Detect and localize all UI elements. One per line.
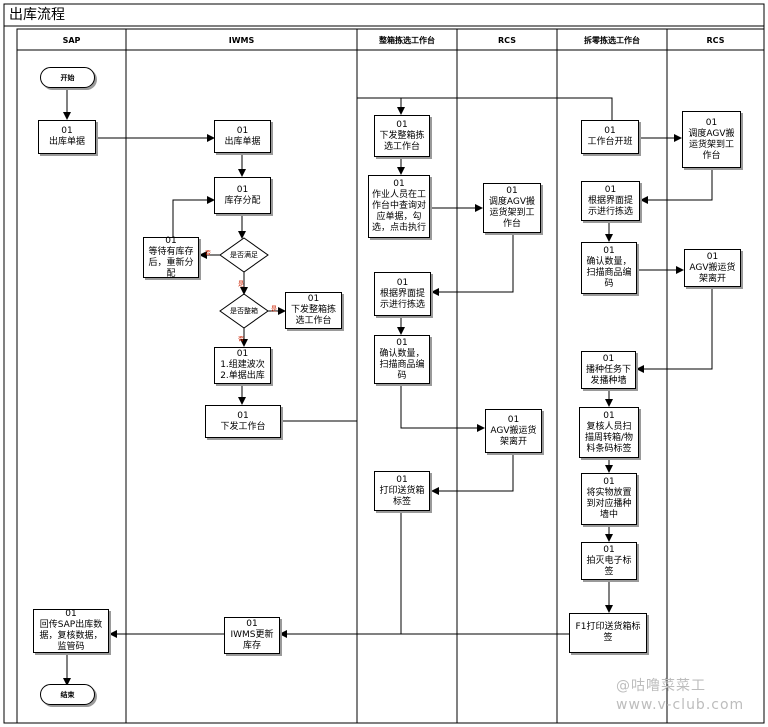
pc-station-open: 01 工作台开班 <box>581 120 639 154</box>
lane-header-full-case-station: 整箱拣选工作台 <box>379 35 435 45</box>
decision-full-case-label: 是否整箱 <box>230 307 258 315</box>
fc-operator-query: 01 作业人员在工 作台中查询对 应单据，勾 选，点击执行 <box>368 175 430 238</box>
line <box>401 97 613 128</box>
send-full-case-station: 01 下发整箱拣 选工作台 <box>285 292 342 329</box>
arrow <box>636 287 713 373</box>
arrow <box>640 168 713 204</box>
arrow <box>279 511 402 638</box>
rcs-dispatch-agv: 01 调度AGV搬 运货架到工 作台 <box>483 183 541 233</box>
watermark-handle: @咕噜菜菜工 <box>616 678 706 694</box>
wait-for-stock: 01 等待有库存 后，重新分 配 <box>143 236 199 279</box>
iwms-outbound-order: 01 出库单据 <box>214 120 271 153</box>
rcs2-agv-leave: 01 AGV搬运货 架离开 <box>684 249 741 287</box>
edge-label-yes: 是 <box>271 306 278 313</box>
fc-send-station: 01 下发整箱拣 选工作台 <box>374 115 430 157</box>
lane-header-iwms: IWMS <box>228 35 255 45</box>
pc-confirm-qty: 01 确认数量， 扫描商品编 码 <box>581 242 637 294</box>
arrow <box>431 233 514 296</box>
pc-print-label: F1打印送货箱标 签 <box>569 613 647 653</box>
start-terminal: 开始 <box>40 67 95 88</box>
arrow <box>400 384 485 432</box>
sap-return-data: 01 回传SAP出库数 据，复核数据， 监管码 <box>33 609 109 653</box>
edge-label-no: 否 <box>205 250 212 257</box>
decision-stock-ok-label: 是否满足 <box>230 251 258 259</box>
build-wave: 01 1.组建波次 2.单据出库 <box>214 347 271 384</box>
pc-put-to-wall: 01 将实物放置 到对应播种 墙中 <box>581 473 637 525</box>
pool-frame <box>16 28 765 724</box>
sap-outbound-order: 01 出库单据 <box>38 120 96 154</box>
lane-header-sap: SAP <box>62 35 81 45</box>
edge-label-no: 否 <box>238 336 245 343</box>
inventory-allocation: 01 库存分配 <box>214 177 271 214</box>
fc-pick-by-prompt: 01 根据界面提 示进行拣选 <box>374 272 431 316</box>
arrow <box>281 97 405 422</box>
edge-label-yes: 是 <box>238 281 245 288</box>
diagram-title: 出库流程 <box>9 7 65 23</box>
fc-print-label: 01 打印送货箱 标签 <box>374 471 430 511</box>
lane-header-rcs-2: RCS <box>706 35 725 45</box>
send-to-station: 01 下发工作台 <box>205 405 281 438</box>
lane-header-rcs: RCS <box>498 35 516 45</box>
pc-review-scan: 01 复核人员扫 描周转箱/物 料条码标签 <box>579 407 639 458</box>
connectors <box>63 89 713 686</box>
end-terminal: 结束 <box>40 684 95 705</box>
pc-seeding-wall-task: 01 播种任务下 发播种墙 <box>581 351 636 389</box>
rcs2-dispatch-agv: 01 调度AGV搬 运货架到工 作台 <box>682 111 741 168</box>
lane-header-piece-pick-station: 拆零拣选工作台 <box>584 35 640 45</box>
pc-light-off: 01 拍灭电子标 签 <box>581 542 637 580</box>
pc-pick-by-prompt: 01 根据界面提 示进行拣选 <box>581 181 640 221</box>
fc-confirm-qty: 01 确认数量， 扫描商品编 码 <box>374 335 430 384</box>
arrow <box>172 196 215 237</box>
arrow <box>431 453 514 495</box>
iwms-update-stock: 01 IWMS更新 库存 <box>224 617 280 654</box>
watermark-url: www.v-club.com <box>616 697 745 713</box>
rcs-agv-leave: 01 AGV搬运货 架离开 <box>485 409 542 453</box>
